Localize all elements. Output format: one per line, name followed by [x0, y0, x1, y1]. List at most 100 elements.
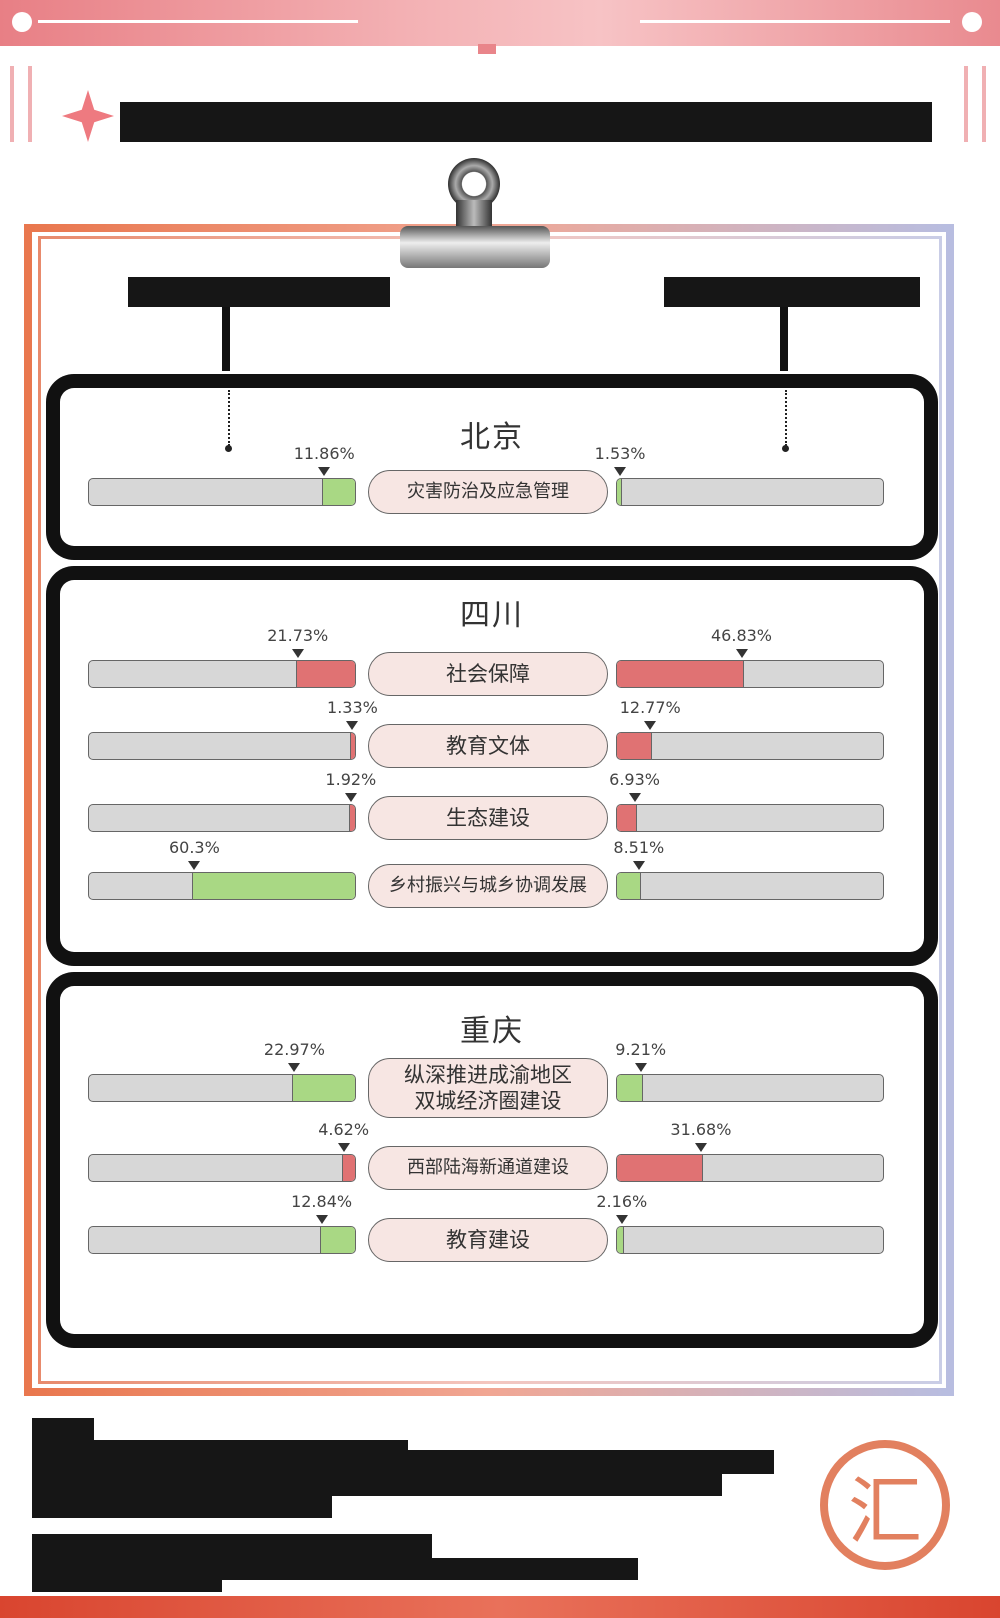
left-bar — [88, 1074, 356, 1102]
category-label: 生态建设 — [368, 796, 608, 840]
right-bar — [616, 732, 884, 760]
left-value-label: 4.62% — [318, 1120, 370, 1139]
right-value-label: 46.83% — [710, 626, 773, 645]
left-bar-fill — [350, 733, 355, 759]
left-value-label: 21.73% — [267, 626, 329, 645]
binder-clip-icon — [400, 226, 550, 268]
side-mark-right — [964, 66, 986, 142]
right-bar-fill — [617, 661, 744, 687]
right-value-label: 9.21% — [615, 1040, 667, 1059]
side-mark-left — [10, 66, 32, 142]
right-value-label: 31.68% — [670, 1120, 732, 1139]
right-header-stem — [780, 307, 788, 371]
region-title: 四川 — [460, 598, 524, 633]
right-bar — [616, 872, 884, 900]
right-value-label: 1.53% — [594, 444, 646, 463]
value-marker-icon — [337, 1143, 350, 1152]
left-bar — [88, 660, 356, 688]
seal-stamp: 汇 — [820, 1440, 950, 1570]
banner-notch — [478, 44, 496, 54]
left-value-label: 12.84% — [291, 1192, 353, 1211]
value-marker-icon — [644, 721, 657, 730]
left-bar-fill — [292, 1075, 355, 1101]
right-bar-fill — [617, 479, 623, 505]
value-marker-icon — [188, 861, 201, 870]
right-bar-fill — [617, 733, 653, 759]
redacted-note-5 — [32, 1496, 332, 1518]
value-marker-icon — [735, 649, 748, 658]
right-bar-fill — [617, 1227, 624, 1253]
category-label: 西部陆海新通道建设 — [368, 1146, 608, 1190]
left-header-stem — [222, 307, 230, 371]
banner-line-right — [640, 20, 950, 23]
top-banner — [0, 0, 1000, 54]
value-marker-icon — [318, 467, 331, 476]
left-value-label: 11.86% — [293, 444, 355, 463]
left-value-label: 22.97% — [263, 1040, 325, 1059]
left-bar-fill — [348, 805, 355, 831]
banner-dot-right — [962, 12, 982, 32]
redacted-note-8 — [32, 1574, 222, 1592]
value-marker-icon — [628, 793, 641, 802]
value-marker-icon — [346, 721, 359, 730]
bottom-banner — [0, 1596, 1000, 1618]
category-label: 纵深推进成渝地区 双城经济圈建设 — [368, 1058, 608, 1118]
panel-beijing: 北京 — [60, 388, 924, 546]
right-bar — [616, 1154, 884, 1182]
left-bar — [88, 872, 356, 900]
right-bar — [616, 1074, 884, 1102]
value-marker-icon — [344, 793, 357, 802]
redacted-note-1 — [32, 1418, 94, 1440]
right-value-label: 8.51% — [613, 838, 665, 857]
banner-line-left — [38, 20, 358, 23]
value-marker-icon — [615, 1215, 628, 1224]
redacted-left-header — [128, 277, 390, 307]
category-label: 社会保障 — [368, 652, 608, 696]
value-marker-icon — [634, 1063, 647, 1072]
seal-glyph: 汇 — [848, 1468, 922, 1555]
right-value-label: 2.16% — [596, 1192, 648, 1211]
left-bar — [88, 732, 356, 760]
category-label: 灾害防治及应急管理 — [368, 470, 608, 514]
right-value-label: 6.93% — [609, 770, 660, 789]
title-star-icon — [62, 90, 114, 142]
left-value-label: 1.92% — [325, 770, 377, 789]
category-label: 乡村振兴与城乡协调发展 — [368, 864, 608, 908]
value-marker-icon — [694, 1143, 707, 1152]
left-bar-fill — [341, 1155, 355, 1181]
redacted-note-4 — [32, 1474, 722, 1496]
right-bar — [616, 804, 884, 832]
right-connector-dot — [782, 445, 789, 452]
region-title: 北京 — [460, 420, 524, 455]
value-marker-icon — [315, 1215, 328, 1224]
left-value-label: 1.33% — [327, 698, 378, 717]
right-bar-fill — [617, 1075, 643, 1101]
left-bar-fill — [319, 1227, 355, 1253]
value-marker-icon — [291, 649, 304, 658]
right-value-label: 12.77% — [619, 698, 681, 717]
redacted-title — [120, 102, 932, 142]
right-bar-fill — [617, 873, 641, 899]
region-title: 重庆 — [460, 1014, 524, 1049]
right-bar — [616, 660, 884, 688]
left-bar — [88, 804, 356, 832]
left-bar-fill — [322, 479, 355, 505]
right-bar-fill — [617, 1155, 703, 1181]
redacted-note-3 — [32, 1450, 774, 1474]
right-bar-fill — [617, 805, 637, 831]
clip-neck — [456, 200, 492, 230]
value-marker-icon — [288, 1063, 301, 1072]
redacted-note-6 — [32, 1534, 432, 1560]
right-connector — [785, 390, 787, 446]
left-connector-dot — [225, 445, 232, 452]
left-connector — [228, 390, 230, 446]
redacted-right-header — [664, 277, 920, 307]
value-marker-icon — [632, 861, 645, 870]
left-bar — [88, 1154, 356, 1182]
left-bar — [88, 1226, 356, 1254]
banner-dot-left — [12, 12, 32, 32]
right-bar — [616, 1226, 884, 1254]
left-bar — [88, 478, 356, 506]
right-bar — [616, 478, 884, 506]
left-bar-fill — [295, 661, 355, 687]
